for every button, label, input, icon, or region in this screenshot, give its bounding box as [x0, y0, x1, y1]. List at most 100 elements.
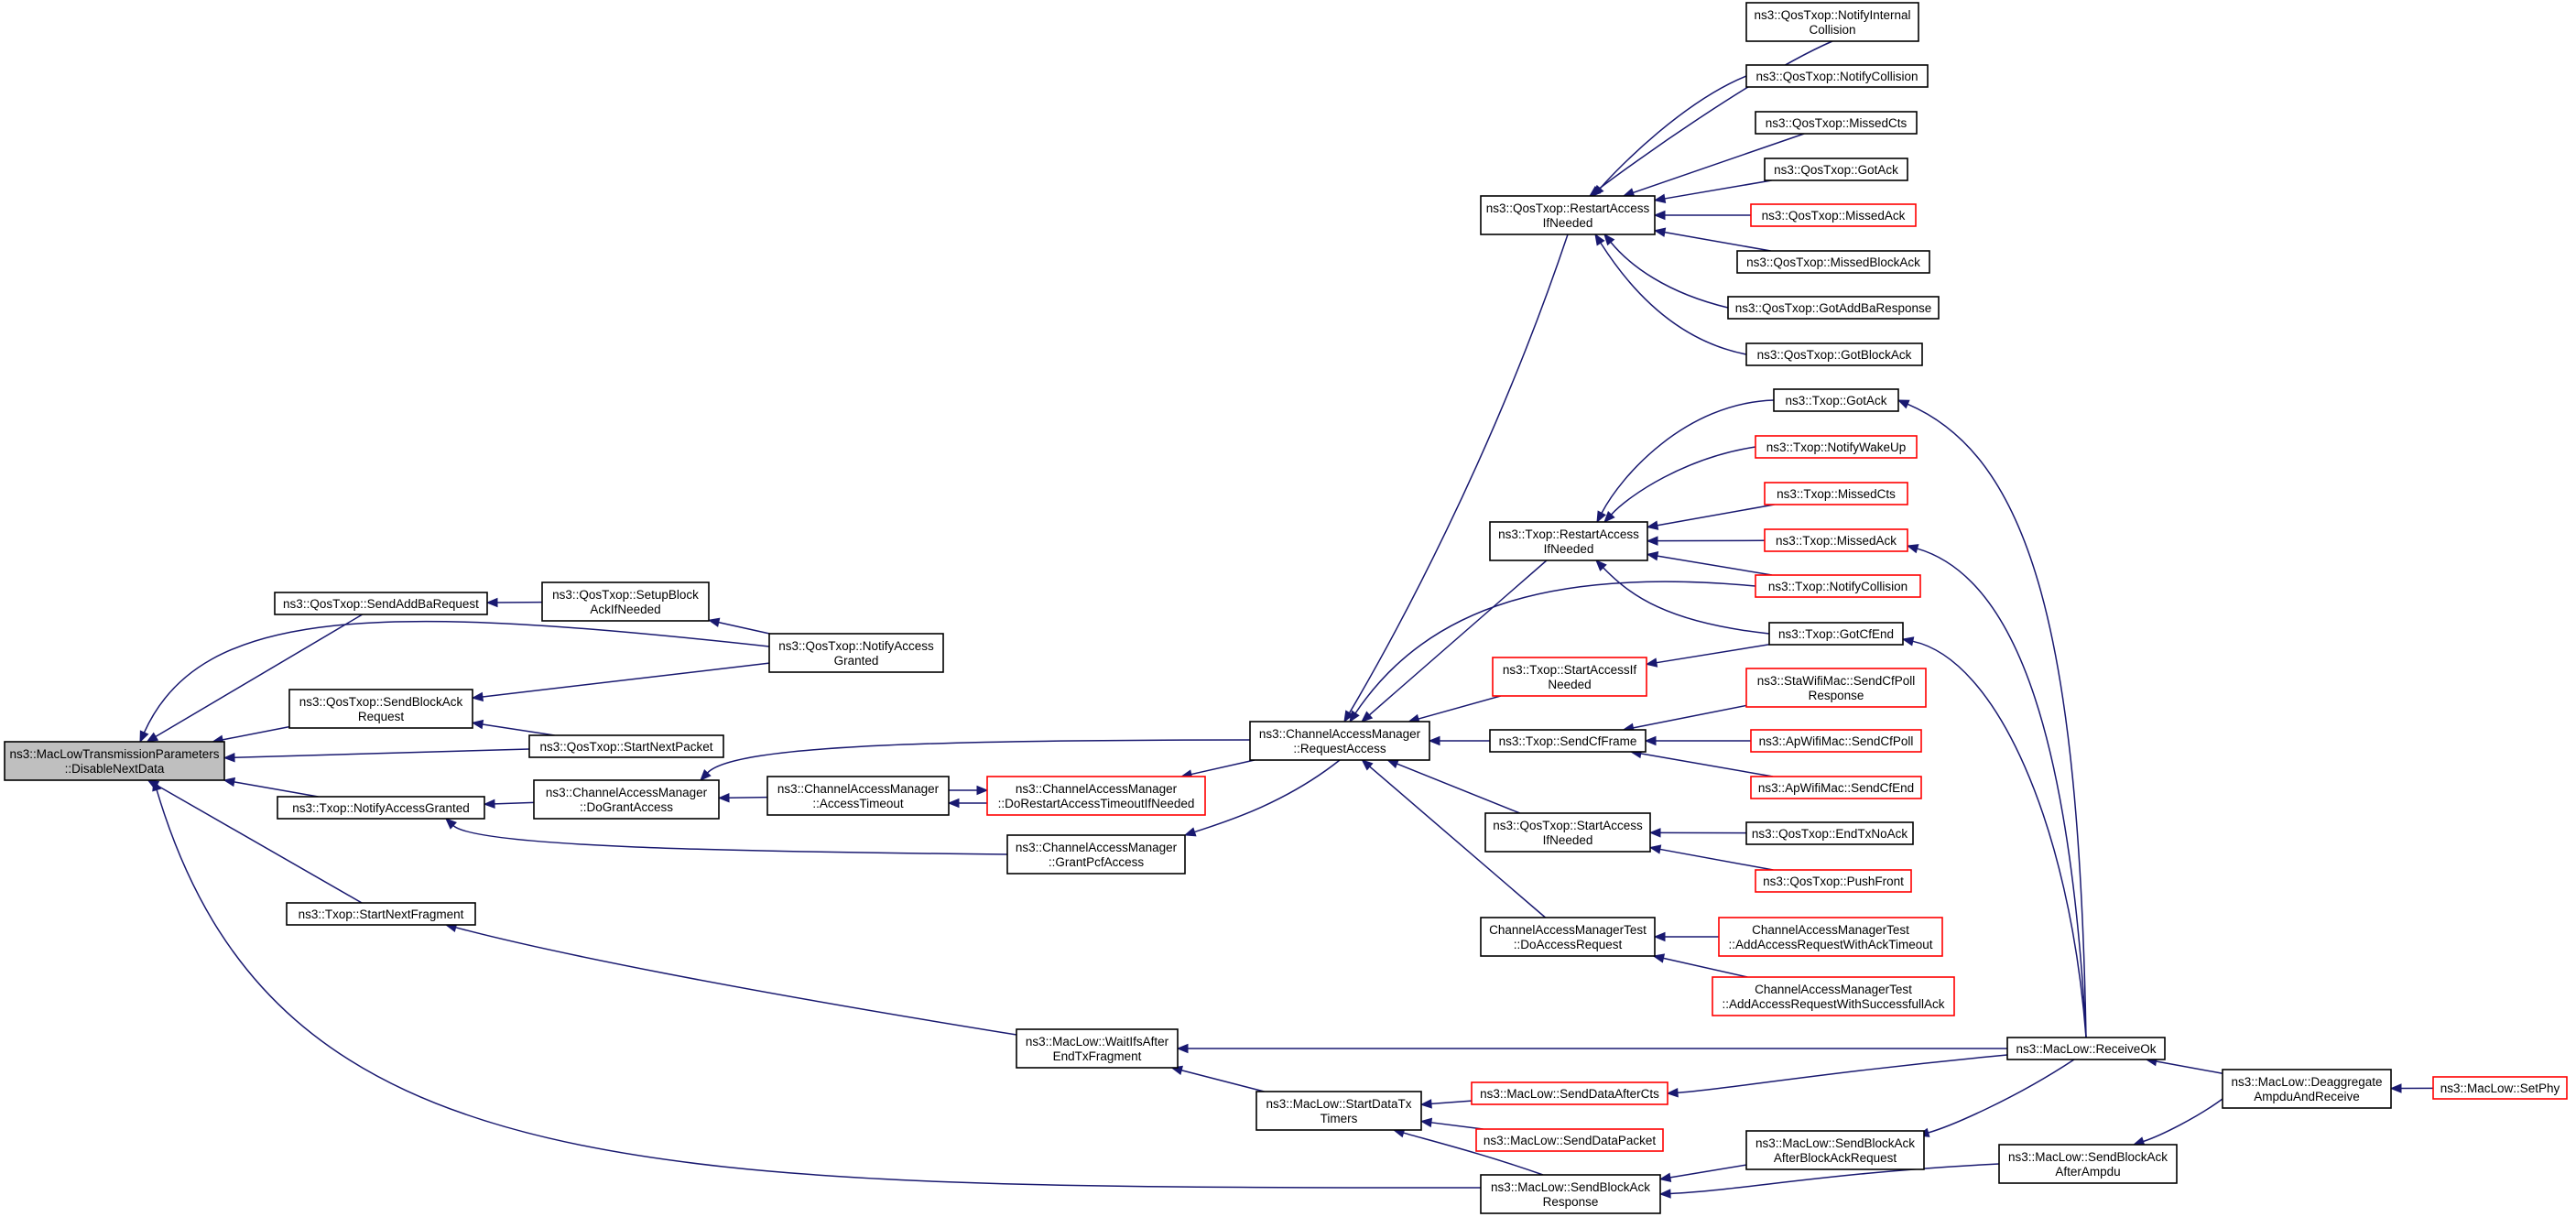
function-node-cam-grantpcf[interactable]: ns3::ChannelAccessManager::GrantPcfAcces… — [1006, 834, 1186, 875]
node-box[interactable] — [1249, 721, 1430, 761]
function-node-qos-pushfront[interactable]: ns3::QosTxop::PushFront — [1755, 869, 1912, 893]
function-node-qos-missedack[interactable]: ns3::QosTxop::MissedAck — [1750, 203, 1917, 227]
node-box[interactable] — [1471, 1081, 1668, 1105]
node-box[interactable] — [1718, 917, 1943, 957]
node-box[interactable] — [1755, 435, 1918, 459]
node-box[interactable] — [1750, 776, 1922, 799]
node-box[interactable] — [1480, 195, 1656, 235]
function-node-cam-dograntaccess[interactable]: ns3::ChannelAccessManager::DoGrantAccess — [533, 779, 720, 820]
function-node-maclow-senddatapacket[interactable]: ns3::MacLow::SendDataPacket — [1475, 1128, 1664, 1152]
function-node-cam-dorestart[interactable]: ns3::ChannelAccessManager::DoRestartAcce… — [986, 776, 1206, 816]
node-box[interactable] — [528, 734, 724, 758]
node-box[interactable] — [1736, 250, 1930, 274]
function-node-txop-missedcts[interactable]: ns3::Txop::MissedCts — [1764, 482, 1908, 505]
node-box[interactable] — [2432, 1076, 2568, 1100]
node-box[interactable] — [1745, 821, 1914, 845]
node-box[interactable] — [1745, 1130, 1925, 1170]
node-box[interactable] — [1255, 1091, 1422, 1131]
function-node-maclow-sendblockackafterreq[interactable]: ns3::MacLow::SendBlockAckAfterBlockAckRe… — [1745, 1130, 1925, 1170]
node-box[interactable] — [1006, 834, 1186, 875]
node-box[interactable] — [286, 902, 476, 926]
function-node-qos-missedcts[interactable]: ns3::QosTxop::MissedCts — [1755, 111, 1918, 135]
node-box[interactable] — [1712, 976, 1955, 1016]
function-node-qos-missedblockack[interactable]: ns3::QosTxop::MissedBlockAck — [1736, 250, 1930, 274]
node-box[interactable] — [277, 796, 485, 820]
function-node-txop-notifycollision[interactable]: ns3::Txop::NotifyCollision — [1755, 574, 1921, 598]
node-box[interactable] — [541, 581, 710, 622]
node-box[interactable] — [1489, 521, 1648, 561]
node-box[interactable] — [2222, 1069, 2392, 1109]
node-box[interactable] — [1480, 1174, 1661, 1214]
function-node-txop-startnextfragment[interactable]: ns3::Txop::StartNextFragment — [286, 902, 476, 926]
node-box[interactable] — [766, 776, 950, 816]
node-box[interactable] — [1768, 622, 1904, 646]
function-node-camtest-addackto[interactable]: ChannelAccessManagerTest::AddAccessReque… — [1718, 917, 1943, 957]
node-box[interactable] — [1484, 812, 1651, 853]
function-node-qos-notifyaccessgranted[interactable]: ns3::QosTxop::NotifyAccessGranted — [768, 633, 944, 673]
node-box[interactable] — [1773, 388, 1899, 412]
node-box[interactable] — [2006, 1037, 2166, 1060]
function-node-qos-gotblockack[interactable]: ns3::QosTxop::GotBlockAck — [1745, 342, 1923, 366]
function-node-txop-notifywakeup[interactable]: ns3::Txop::NotifyWakeUp — [1755, 435, 1918, 459]
node-box[interactable] — [768, 633, 944, 673]
function-node-maclow-setphy[interactable]: ns3::MacLow::SetPhy — [2432, 1076, 2568, 1100]
function-node-maclow-senddataaftercts[interactable]: ns3::MacLow::SendDataAfterCts — [1471, 1081, 1668, 1105]
node-box[interactable] — [1016, 1028, 1179, 1069]
function-node-ap-sendcfpoll[interactable]: ns3::ApWifiMac::SendCfPoll — [1750, 729, 1922, 753]
function-node-txop-gotack[interactable]: ns3::Txop::GotAck — [1773, 388, 1899, 412]
function-node-qos-endtxnoack[interactable]: ns3::QosTxop::EndTxNoAck — [1745, 821, 1914, 845]
node-box[interactable] — [1480, 917, 1656, 957]
node-box[interactable] — [986, 776, 1206, 816]
node-box[interactable] — [1755, 869, 1912, 893]
node-box[interactable] — [274, 592, 488, 615]
function-node-camtest-doaccess[interactable]: ChannelAccessManagerTest::DoAccessReques… — [1480, 917, 1656, 957]
node-box[interactable] — [1492, 657, 1647, 697]
node-box[interactable] — [1750, 203, 1917, 227]
node-box[interactable] — [1764, 158, 1908, 181]
node-box[interactable] — [1764, 482, 1908, 505]
function-node-txop-sendcfframe[interactable]: ns3::Txop::SendCfFrame — [1489, 729, 1647, 753]
node-box[interactable] — [1475, 1128, 1664, 1152]
node-box[interactable] — [4, 741, 225, 781]
node-box[interactable] — [1745, 342, 1923, 366]
node-box[interactable] — [288, 689, 473, 729]
function-node-qos-startnextpacket[interactable]: ns3::QosTxop::StartNextPacket — [528, 734, 724, 758]
node-box[interactable] — [533, 779, 720, 820]
node-box[interactable] — [1755, 574, 1921, 598]
node-box[interactable] — [1750, 729, 1922, 753]
function-node-qos-gotaddba[interactable]: ns3::QosTxop::GotAddBaResponse — [1727, 296, 1940, 320]
function-node-cam-requestaccess[interactable]: ns3::ChannelAccessManager::RequestAccess — [1249, 721, 1430, 761]
node-box[interactable] — [1745, 668, 1927, 708]
node-box[interactable] — [1745, 2, 1919, 42]
function-node-txop-notifyaccessgranted[interactable]: ns3::Txop::NotifyAccessGranted — [277, 796, 485, 820]
function-node-txop-gotcfend[interactable]: ns3::Txop::GotCfEnd — [1768, 622, 1904, 646]
node-box[interactable] — [1489, 729, 1647, 753]
node-box[interactable] — [1998, 1144, 2178, 1184]
function-node-qos-gotack[interactable]: ns3::QosTxop::GotAck — [1764, 158, 1908, 181]
function-node-qos-notifycollision[interactable]: ns3::QosTxop::NotifyCollision — [1745, 64, 1929, 88]
node-box[interactable] — [1745, 64, 1929, 88]
function-node-txop-missedack[interactable]: ns3::Txop::MissedAck — [1764, 528, 1908, 552]
node-box[interactable] — [1727, 296, 1940, 320]
function-node-qos-sendaddba[interactable]: ns3::QosTxop::SendAddBaRequest — [274, 592, 488, 615]
function-node-root[interactable]: ns3::MacLowTransmissionParameters::Disab… — [4, 741, 225, 781]
function-node-maclow-receiveok[interactable]: ns3::MacLow::ReceiveOk — [2006, 1037, 2166, 1060]
node-box[interactable] — [1755, 111, 1918, 135]
node-box[interactable] — [1764, 528, 1908, 552]
function-node-cam-accesstimeout[interactable]: ns3::ChannelAccessManager::AccessTimeout — [766, 776, 950, 816]
function-node-ap-sendcfend[interactable]: ns3::ApWifiMac::SendCfEnd — [1750, 776, 1922, 799]
function-node-camtest-addsuccess[interactable]: ChannelAccessManagerTest::AddAccessReque… — [1712, 976, 1955, 1016]
